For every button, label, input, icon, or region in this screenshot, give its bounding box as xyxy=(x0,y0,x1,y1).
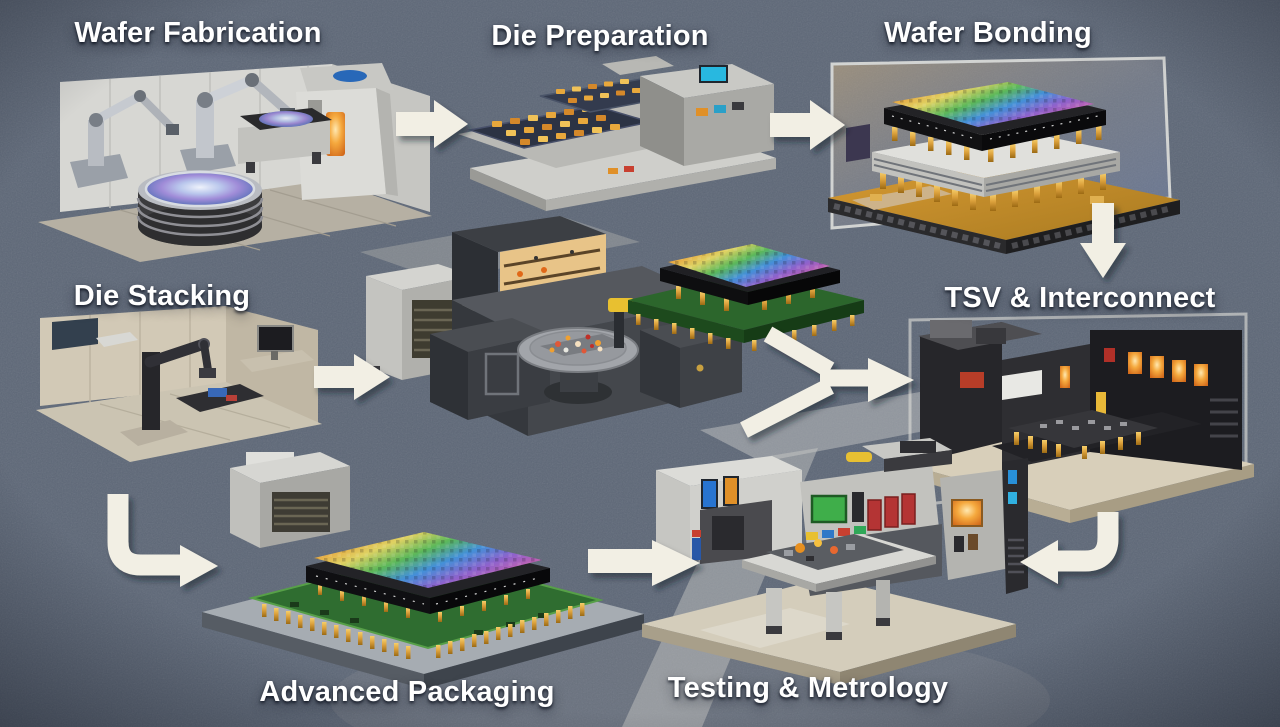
stage-label-die-preparation: Die Preparation xyxy=(491,20,709,52)
stage-label-advanced-packaging: Advanced Packaging xyxy=(259,676,555,708)
stage-label-tsv-interconnect: TSV & Interconnect xyxy=(944,282,1216,314)
stage-label-testing-metrology: Testing & Metrology xyxy=(667,672,949,704)
stage-label-wafer-fabrication: Wafer Fabrication xyxy=(74,17,322,49)
stage-label-wafer-bonding: Wafer Bonding xyxy=(884,17,1092,49)
stage-label-die-stacking: Die Stacking xyxy=(73,280,251,312)
